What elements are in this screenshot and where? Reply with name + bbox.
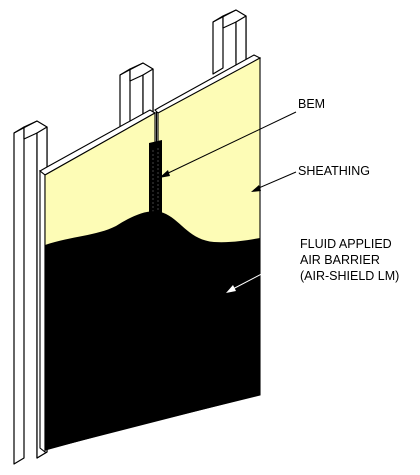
air-barrier-coating (45, 211, 260, 450)
label-air-barrier-line3: (AIR-SHIELD LM) (300, 269, 400, 283)
leader-bem (159, 111, 297, 178)
stud-right (212, 9, 247, 75)
label-sheathing: SHEATHING (298, 164, 370, 178)
bem-strip (149, 140, 162, 219)
leader-air-barrier (226, 253, 301, 293)
leader-sheathing (251, 171, 297, 192)
label-air-barrier: FLUID APPLIED AIR BARRIER (AIR-SHIELD LM… (300, 236, 399, 284)
label-bem: BEM (298, 97, 326, 111)
label-air-barrier-line2: AIR BARRIER (300, 253, 380, 267)
label-air-barrier-line1: FLUID APPLIED (300, 237, 392, 251)
sheathing-edges (39, 54, 262, 454)
